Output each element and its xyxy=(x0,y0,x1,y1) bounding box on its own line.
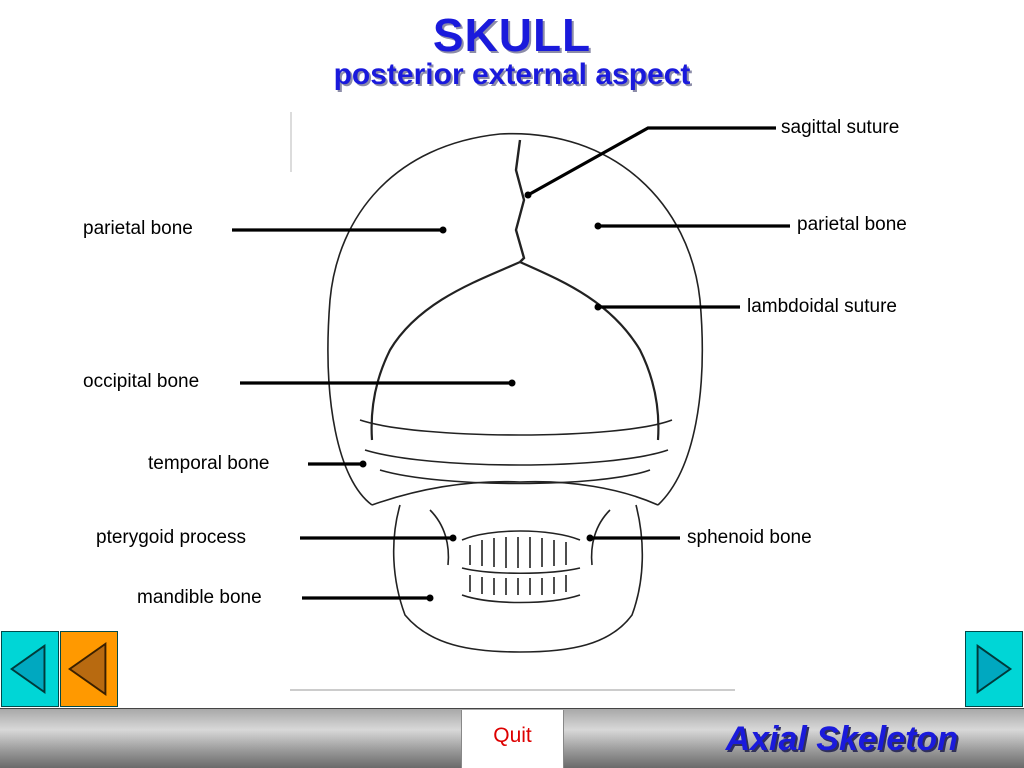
label-parietal-bone-right: parietal bone xyxy=(797,214,907,235)
label-lambdoidal-suture: lambdoidal suture xyxy=(747,296,897,317)
slide-title: SKULL xyxy=(432,9,592,61)
label-occipital-bone: occipital bone xyxy=(83,371,200,392)
slide-subtitle: posterior external aspect xyxy=(333,58,691,91)
label-pterygoid-process: pterygoid process xyxy=(96,527,246,548)
next-button[interactable] xyxy=(965,631,1023,707)
label-temporal-bone: temporal bone xyxy=(148,453,270,474)
label-sphenoid-bone: sphenoid bone xyxy=(687,527,812,548)
label-sagittal-suture: sagittal suture xyxy=(781,117,900,138)
quit-button[interactable]: Quit xyxy=(461,710,564,768)
label-mandible-bone: mandible bone xyxy=(137,587,262,608)
previous-section-button[interactable] xyxy=(60,631,118,707)
skull-drawing xyxy=(290,112,735,691)
skull-illustration xyxy=(232,112,790,691)
leader-lines xyxy=(232,126,790,602)
label-parietal-bone-left: parietal bone xyxy=(83,218,193,239)
back-button[interactable] xyxy=(1,631,59,707)
leader-sagittal-suture xyxy=(527,126,776,197)
triangle-right-icon xyxy=(976,643,1013,695)
triangle-left-icon xyxy=(68,642,107,696)
triangle-left-icon xyxy=(9,643,46,695)
section-name: Axial Skeleton xyxy=(725,720,958,758)
